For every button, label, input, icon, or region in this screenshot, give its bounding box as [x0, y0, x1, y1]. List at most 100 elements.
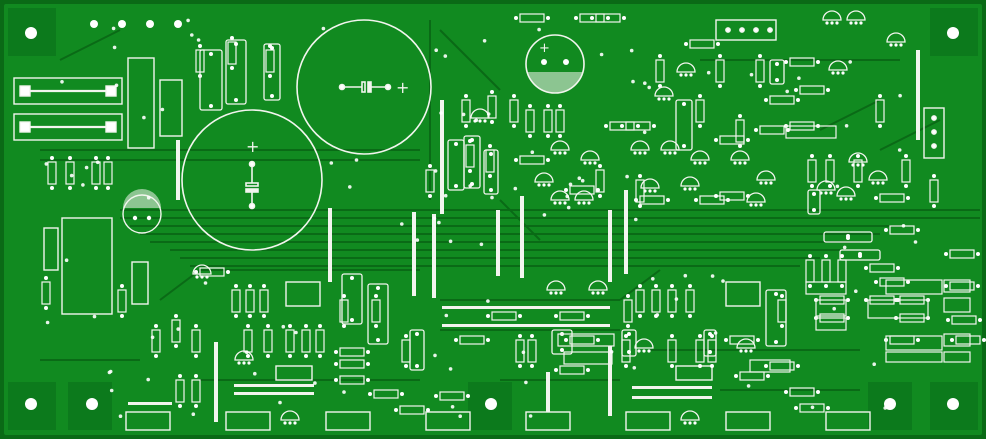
resistor-outline	[559, 365, 585, 375]
resistor-outline	[569, 335, 595, 345]
capacitor-outline	[839, 249, 881, 261]
ic-outline	[815, 317, 847, 331]
mounting-hole-b2	[86, 398, 98, 410]
board-copper-fill	[4, 4, 982, 435]
rectifier-blocks	[13, 57, 183, 315]
transistor-outline	[736, 338, 756, 349]
mounting-hole-tl	[25, 27, 37, 39]
resistor-outline	[425, 169, 435, 193]
resistor-outline	[559, 311, 585, 321]
resistor-outline	[525, 109, 535, 133]
transistor-outline	[630, 140, 650, 151]
transistor-outline	[550, 140, 570, 151]
resistor-outline	[759, 125, 785, 135]
connectors	[125, 19, 945, 431]
resistor-outline	[595, 13, 621, 23]
resistor-outline	[315, 329, 325, 353]
capacitor-outline	[263, 43, 281, 101]
resistor-outline	[595, 169, 605, 193]
mounting-hole-bm	[485, 398, 497, 410]
ic-outline	[885, 279, 943, 295]
capacitor-outline	[703, 329, 717, 357]
resistor-outline	[171, 319, 181, 343]
resistor-outline	[955, 335, 981, 345]
resistor-outline	[879, 193, 905, 203]
capacitor-outline	[823, 231, 873, 243]
resistor-outline	[117, 289, 127, 313]
ic-outline	[815, 299, 847, 317]
capacitor-outline	[807, 189, 821, 215]
cap-plus-left-big: +	[246, 137, 259, 156]
capacitor-outline	[409, 329, 425, 371]
transistor-outline	[836, 186, 856, 197]
ic-outline	[867, 299, 929, 319]
resistor-outline	[47, 161, 57, 185]
ic-outline	[749, 359, 791, 373]
transistor-outline	[588, 280, 608, 291]
resistor-outline	[719, 135, 745, 145]
resistor-outline	[227, 41, 237, 65]
transistor-outline	[730, 150, 750, 161]
transistor-outline	[654, 86, 674, 97]
capacitor-small-left	[122, 189, 162, 234]
cap-plus-top-big: +	[396, 78, 409, 97]
resistor-outline	[639, 195, 665, 205]
resistor-outline	[301, 329, 311, 353]
ic-outline	[885, 335, 943, 351]
mounting-hole-br	[947, 398, 959, 410]
resistor-outline	[543, 109, 553, 133]
capacitor-outline	[341, 273, 363, 325]
mounting-hole-bl	[25, 398, 37, 410]
resistor-outline	[373, 389, 399, 399]
capacitor-outline	[367, 283, 389, 345]
resistor-outline	[623, 299, 633, 323]
resistor-outline	[689, 39, 715, 49]
resistor-outline	[799, 403, 825, 413]
mounting-hole-tr	[947, 27, 959, 39]
transistor-outline	[574, 190, 594, 201]
resistor-outline	[667, 339, 677, 363]
resistor-outline	[339, 347, 365, 357]
transistor-outline	[816, 180, 836, 191]
resistor-outline	[231, 289, 241, 313]
resistor-outline	[199, 267, 225, 277]
transistor-outline	[660, 140, 680, 151]
resistor-outline	[245, 289, 255, 313]
resistor-outline	[685, 289, 695, 313]
small-components	[41, 10, 986, 425]
mounting-hole-br2	[884, 398, 896, 410]
resistor-outline	[339, 299, 349, 323]
resistor-outline	[635, 289, 645, 313]
transistor-outline	[546, 280, 566, 291]
resistor-outline	[191, 329, 201, 353]
resistor-outline	[259, 289, 269, 313]
transistor-outline	[886, 32, 906, 43]
capacitor-outline	[483, 149, 499, 195]
cap-plus-top-small: +	[539, 41, 550, 56]
capacitor-small-top	[525, 34, 585, 94]
capacitor-big-top	[296, 19, 432, 155]
resistor-outline	[949, 249, 975, 259]
ic-outline	[943, 279, 971, 293]
ic-outline	[943, 351, 971, 363]
resistor-outline	[769, 95, 795, 105]
resistor-outline	[569, 185, 595, 195]
transistor-outline	[676, 62, 696, 73]
resistor-outline	[789, 57, 815, 67]
transistor-outline	[280, 410, 300, 421]
resistor-outline	[371, 299, 381, 323]
transistor-outline	[848, 152, 868, 163]
resistor-outline	[609, 121, 635, 131]
resistor-outline	[339, 359, 365, 369]
resistor-outline	[875, 99, 885, 123]
resistor-outline	[191, 379, 201, 403]
resistor-outline	[901, 159, 911, 183]
resistor-outline	[625, 121, 651, 131]
ic-outline	[563, 351, 613, 365]
resistor-outline	[719, 191, 745, 201]
capacitor-outline	[225, 39, 247, 105]
transistor-outline	[680, 410, 700, 421]
transistor-outline	[822, 10, 842, 21]
